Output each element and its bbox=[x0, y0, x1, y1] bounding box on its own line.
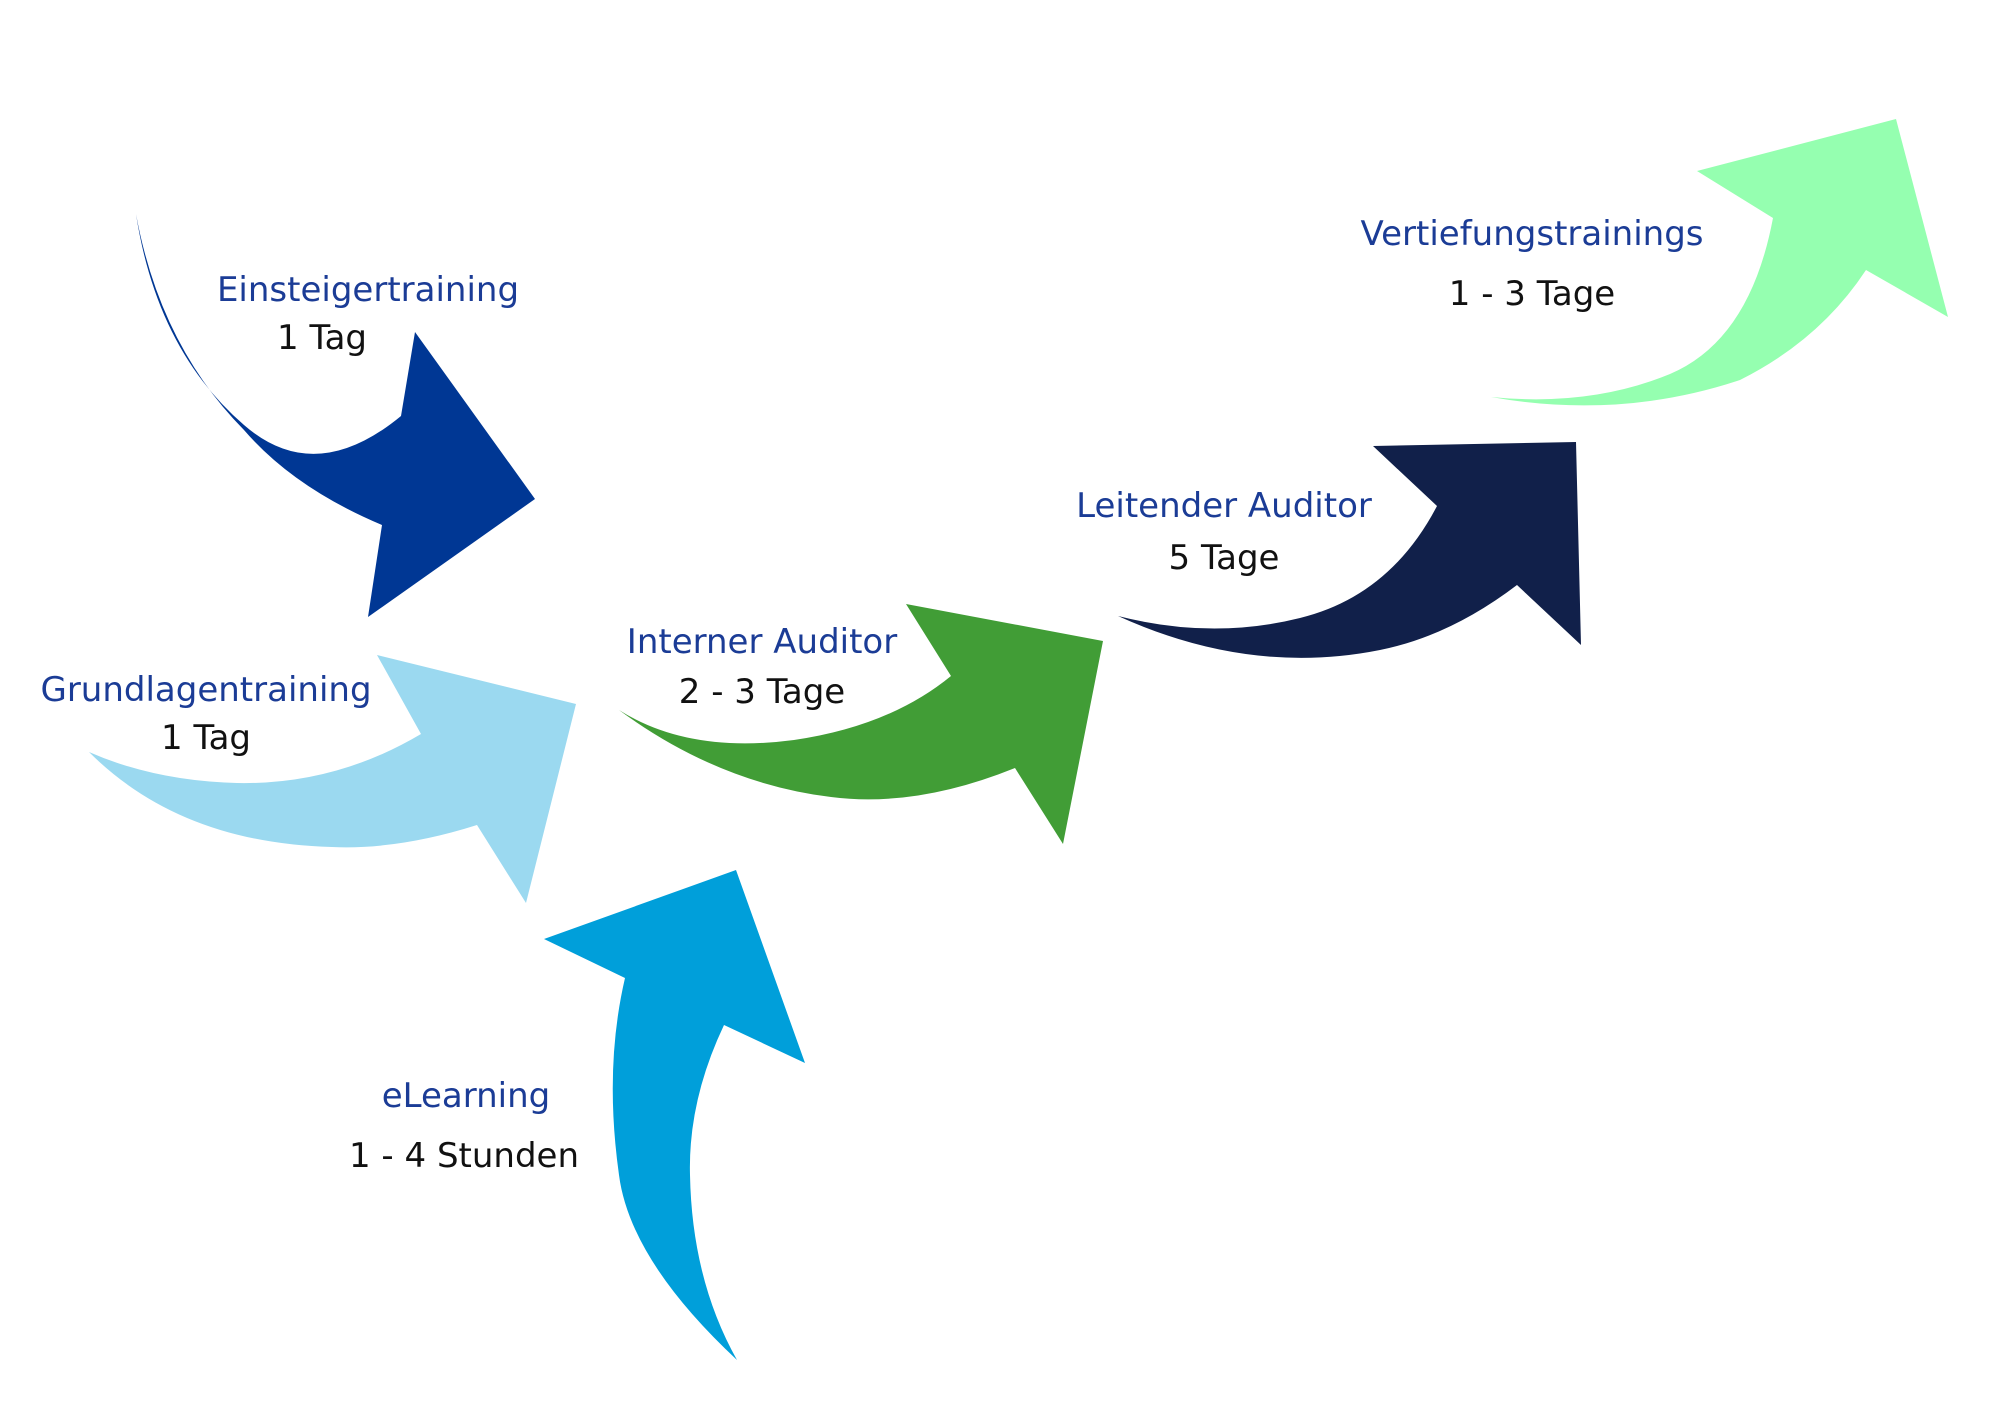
step-duration-leitender-auditor: 5 Tage bbox=[1168, 538, 1280, 578]
step-title-vertiefungstrainings: Vertiefungstrainings bbox=[1360, 214, 1704, 254]
arrow-elearning bbox=[544, 870, 805, 1360]
arrow-vertiefungstrainings bbox=[1491, 119, 1948, 406]
step-title-grundlagentraining: Grundlagentraining bbox=[40, 670, 372, 710]
step-title-leitender-auditor: Leitender Auditor bbox=[1076, 486, 1372, 526]
arrow-leitender-auditor bbox=[1118, 442, 1581, 658]
step-duration-vertiefungstrainings: 1 - 3 Tage bbox=[1448, 274, 1616, 314]
step-duration-interner-auditor: 2 - 3 Tage bbox=[678, 672, 846, 712]
step-duration-einsteigertraining: 1 Tag bbox=[277, 318, 367, 358]
step-title-elearning: eLearning bbox=[381, 1076, 551, 1116]
step-title-interner-auditor: Interner Auditor bbox=[626, 622, 898, 662]
arrow-einsteigertraining bbox=[136, 214, 535, 617]
arrow-interner-auditor bbox=[619, 604, 1103, 844]
step-duration-grundlagentraining: 1 Tag bbox=[161, 718, 251, 758]
step-duration-elearning: 1 - 4 Stunden bbox=[348, 1136, 580, 1176]
arrow-grundlagentraining bbox=[89, 655, 576, 903]
step-title-einsteigertraining: Einsteigertraining bbox=[216, 270, 520, 310]
